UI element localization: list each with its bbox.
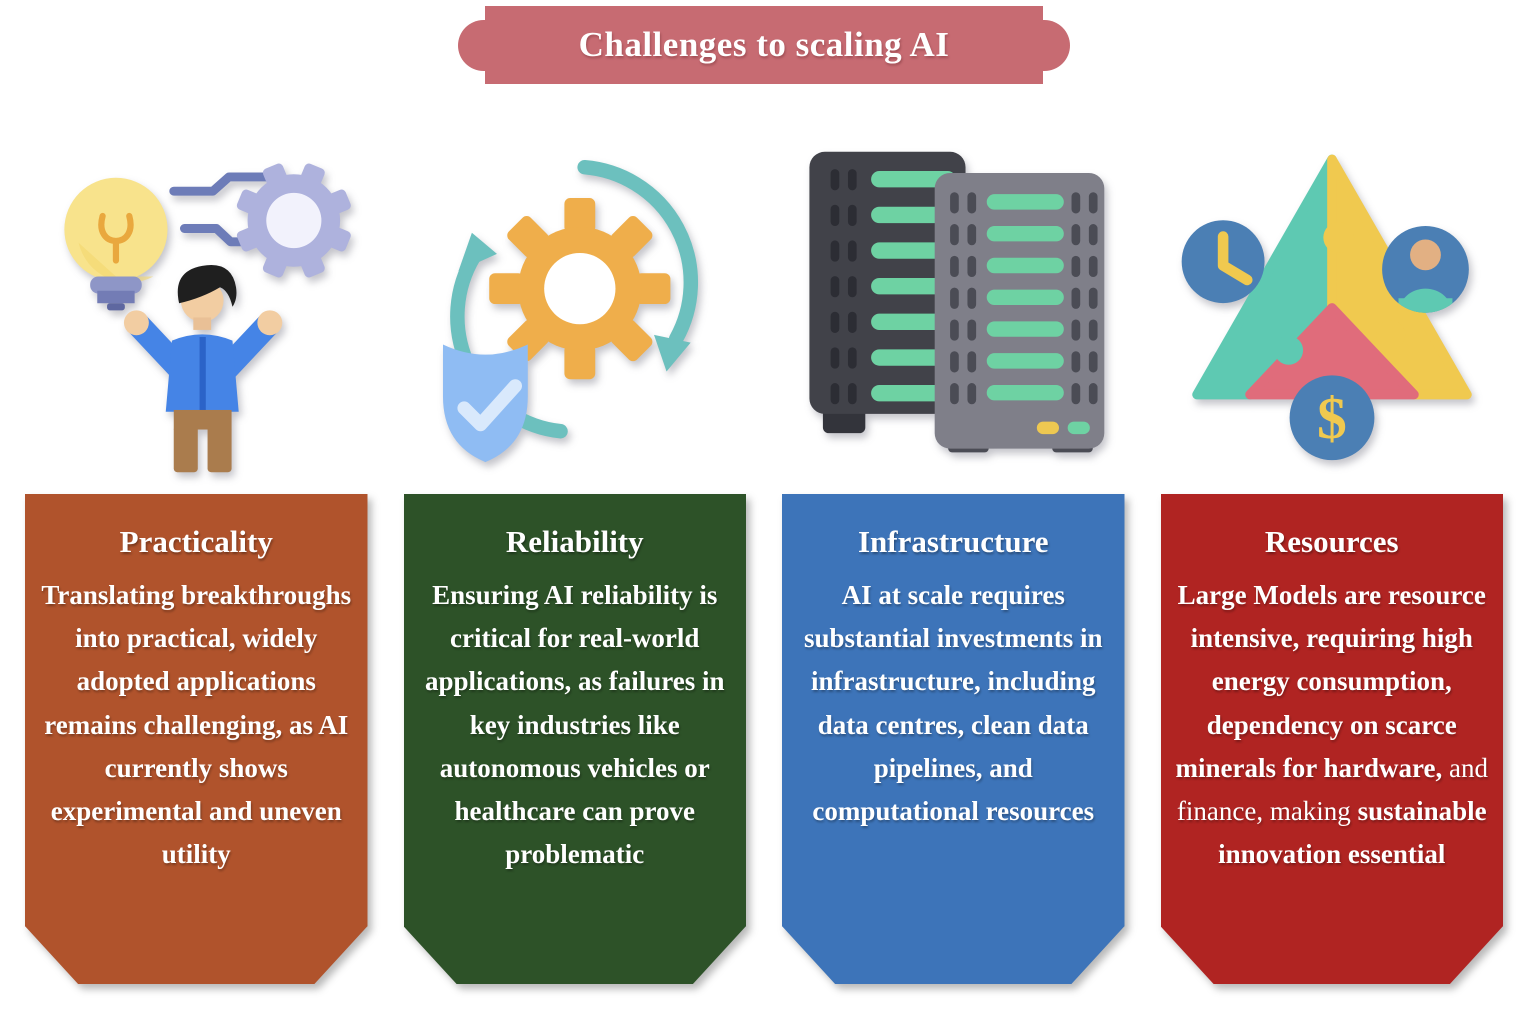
card-body-resources-segment-3: sustainable innovation essential bbox=[1218, 795, 1487, 870]
page-title: Challenges to scaling AI bbox=[578, 25, 950, 64]
server-racks-icon bbox=[809, 151, 1105, 453]
dollar-icon: $ bbox=[1317, 385, 1347, 451]
card-body-reliability: Ensuring AI reliability is critical for … bbox=[424, 580, 725, 870]
card-body-resources-segment-2: and finance, making bbox=[1176, 752, 1488, 826]
shield-check-icon bbox=[442, 344, 528, 463]
person-badge-icon bbox=[1381, 225, 1469, 313]
clock-badge-icon bbox=[1181, 220, 1265, 304]
card-heading-infrastructure: Infrastructure bbox=[857, 524, 1049, 559]
card-heading-reliability: Reliability bbox=[505, 524, 644, 559]
card-reliability: Reliability Ensuring AI reliability is c… bbox=[403, 494, 746, 984]
shield-gear-cycle-icon bbox=[442, 159, 698, 463]
dollar-badge-icon: $ bbox=[1289, 375, 1375, 461]
icon-cell-infrastructure bbox=[782, 144, 1125, 466]
person-lightbulb-gear-icon bbox=[64, 163, 352, 473]
title-banner-rect: Challenges to scaling AI bbox=[485, 6, 1043, 84]
card-heading-practicality: Practicality bbox=[119, 524, 273, 559]
card-body-resources-segment-1: Large Models are resource intensive, req… bbox=[1175, 580, 1486, 783]
cards-row: Practicality Translating breakthroughs i… bbox=[0, 494, 1528, 984]
card-heading-resources: Resources bbox=[1264, 524, 1399, 559]
status-light-yellow-icon bbox=[1037, 421, 1060, 435]
title-banner: Challenges to scaling AI bbox=[458, 6, 1070, 84]
server-tower-front-icon bbox=[934, 172, 1105, 453]
infographic-canvas: Challenges to scaling AI bbox=[0, 6, 1528, 1014]
person-icon bbox=[124, 264, 283, 473]
card-body-resources: Large Models are resource intensive, req… bbox=[1174, 574, 1491, 876]
card-body-practicality: Translating breakthroughs into practical… bbox=[41, 580, 352, 870]
card-practicality: Practicality Translating breakthroughs i… bbox=[25, 494, 368, 984]
gear-icon bbox=[237, 163, 352, 278]
icon-cell-reliability bbox=[404, 144, 747, 466]
card-infrastructure: Infrastructure AI at scale requires subs… bbox=[782, 494, 1125, 984]
gear-icon bbox=[488, 198, 671, 380]
icon-cell-resources: $ bbox=[1161, 144, 1504, 466]
status-light-green-icon bbox=[1067, 421, 1091, 435]
icons-row: $ bbox=[0, 144, 1528, 473]
triangle-puzzle-time-people-money-icon: $ bbox=[1181, 154, 1472, 461]
card-resources: Resources Large Models are resource inte… bbox=[1160, 494, 1503, 984]
lightbulb-icon bbox=[64, 177, 168, 311]
card-body-infrastructure: AI at scale requires substantial investm… bbox=[803, 580, 1103, 826]
icon-cell-practicality bbox=[25, 144, 368, 473]
